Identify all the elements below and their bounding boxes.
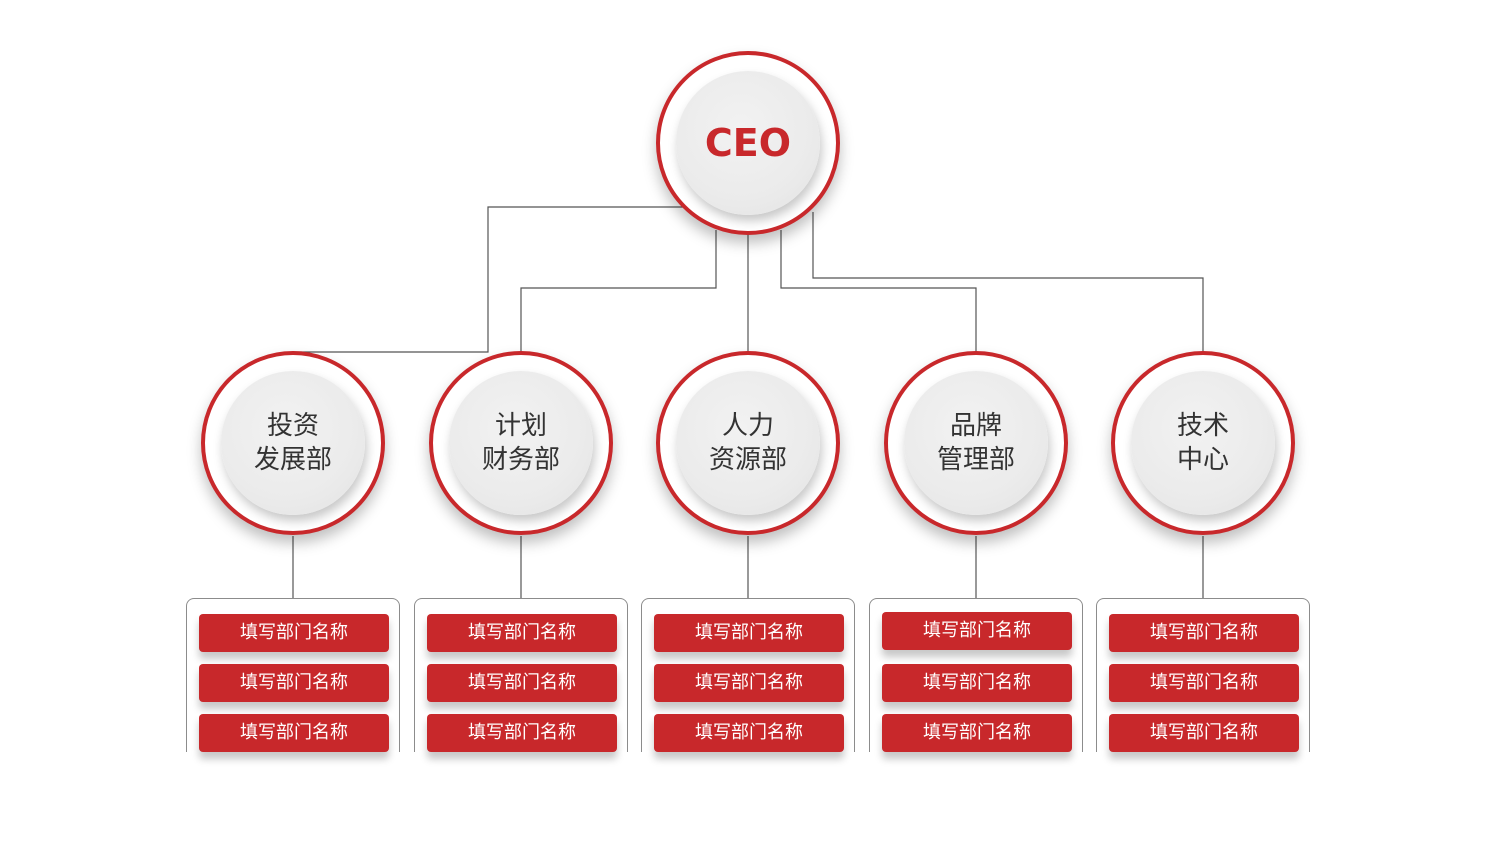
dept-label: 投资 发展部 <box>254 409 332 477</box>
dept-label-line1: 技术 <box>1176 411 1229 441</box>
subunit-button[interactable]: 填写部门名称 <box>654 664 844 702</box>
dept-node-planning-finance[interactable]: 计划 财务部 <box>429 351 613 535</box>
dept-label: 品牌 管理部 <box>937 409 1015 477</box>
dept-node-inner: 品牌 管理部 <box>904 371 1048 515</box>
connector-ceo-dept-1 <box>293 206 683 353</box>
subunit-button[interactable]: 填写部门名称 <box>1109 714 1299 752</box>
ceo-label: CEO <box>704 121 792 165</box>
dept-label-line1: 投资 <box>266 411 319 441</box>
subunit-panel-planning-finance: 填写部门名称 填写部门名称 填写部门名称 <box>414 598 628 752</box>
connector-ceo-dept-2 <box>520 230 717 354</box>
dept-node-inner: 人力 资源部 <box>676 371 820 515</box>
subunit-panel-human-resources: 填写部门名称 填写部门名称 填写部门名称 <box>641 598 855 752</box>
subunit-panel-brand-management: 填写部门名称 填写部门名称 填写部门名称 <box>869 598 1083 752</box>
subunit-button[interactable]: 填写部门名称 <box>199 614 389 652</box>
dept-node-technology-center[interactable]: 技术 中心 <box>1111 351 1295 535</box>
dept-node-brand-management[interactable]: 品牌 管理部 <box>884 351 1068 535</box>
dept-node-inner: 计划 财务部 <box>449 371 593 515</box>
subunit-button[interactable]: 填写部门名称 <box>1109 614 1299 652</box>
subunit-button[interactable]: 填写部门名称 <box>882 612 1072 650</box>
dept-label-line2: 财务部 <box>481 445 560 475</box>
dept-node-inner: 技术 中心 <box>1131 371 1275 515</box>
subunit-button[interactable]: 填写部门名称 <box>199 664 389 702</box>
connector-ceo-dept-4 <box>780 230 977 354</box>
subunit-button[interactable]: 填写部门名称 <box>427 614 617 652</box>
connector-ceo-dept-5 <box>812 212 1204 352</box>
ceo-node-inner: CEO <box>676 71 820 215</box>
subunit-button[interactable]: 填写部门名称 <box>1109 664 1299 702</box>
subunit-button[interactable]: 填写部门名称 <box>882 714 1072 752</box>
dept-label: 技术 中心 <box>1177 409 1229 477</box>
dept-label-line2: 资源部 <box>708 445 787 475</box>
dept-node-investment-development[interactable]: 投资 发展部 <box>201 351 385 535</box>
dept-label-line2: 中心 <box>1176 445 1229 475</box>
dept-label-line1: 品牌 <box>949 411 1002 441</box>
ceo-node[interactable]: CEO <box>656 51 840 235</box>
dept-label-line1: 计划 <box>494 411 547 441</box>
subunit-panel-technology-center: 填写部门名称 填写部门名称 填写部门名称 <box>1096 598 1310 752</box>
subunit-button[interactable]: 填写部门名称 <box>427 664 617 702</box>
dept-node-human-resources[interactable]: 人力 资源部 <box>656 351 840 535</box>
dept-label-line1: 人力 <box>721 411 774 441</box>
subunit-button[interactable]: 填写部门名称 <box>427 714 617 752</box>
dept-label-line2: 发展部 <box>253 445 332 475</box>
dept-node-inner: 投资 发展部 <box>221 371 365 515</box>
subunit-button[interactable]: 填写部门名称 <box>654 714 844 752</box>
dept-label: 计划 财务部 <box>482 409 560 477</box>
dept-label: 人力 资源部 <box>709 409 787 477</box>
subunit-button[interactable]: 填写部门名称 <box>199 714 389 752</box>
subunit-button[interactable]: 填写部门名称 <box>654 614 844 652</box>
subunit-button[interactable]: 填写部门名称 <box>882 664 1072 702</box>
dept-label-line2: 管理部 <box>936 445 1015 475</box>
subunit-panel-investment-development: 填写部门名称 填写部门名称 填写部门名称 <box>186 598 400 752</box>
